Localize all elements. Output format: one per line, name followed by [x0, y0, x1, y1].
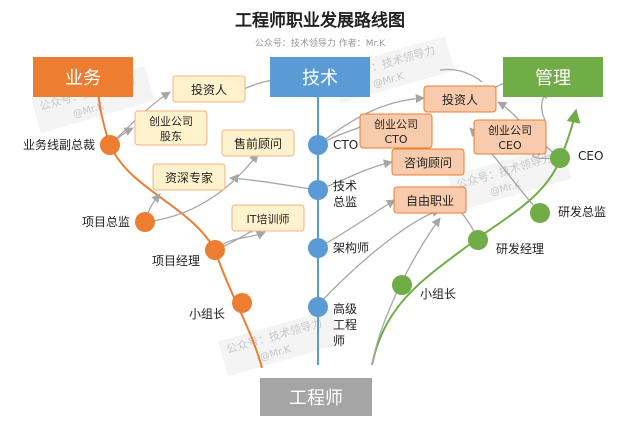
business-node-manager [205, 240, 225, 260]
mgmt-label-rd-director: 研发总监 [558, 204, 606, 219]
category-management: 管理 [503, 57, 603, 97]
svg-text:CTO: CTO [384, 133, 407, 146]
svg-text:技术: 技术 [302, 68, 338, 89]
yellow-box-it-trainer: IT培训师 [231, 204, 305, 232]
salmon-box-investor: 投资人 [423, 85, 497, 113]
tech-label-cto: CTO [333, 138, 358, 152]
business-label-vp: 业务线副总裁 [23, 137, 95, 152]
business-label-director: 项目总监 [82, 215, 130, 229]
mgmt-node-ceo [550, 148, 570, 168]
watermark-4: 公众号：技术领导力 @Mr.K [218, 309, 342, 377]
mgmt-label-rd-manager: 研发经理 [496, 241, 544, 256]
tech-label-director-1: 技术 [333, 179, 357, 193]
svg-text:创业公司: 创业公司 [488, 124, 532, 137]
svg-text:创业公司: 创业公司 [149, 115, 193, 128]
svg-text:业务: 业务 [65, 68, 101, 89]
svg-text:投资人: 投资人 [442, 92, 478, 107]
svg-text:IT培训师: IT培训师 [247, 212, 290, 226]
yellow-box-presales: 售前顾问 [221, 129, 295, 157]
mgmt-node-rd-manager [468, 230, 488, 250]
tech-label-director-2: 总监 [333, 195, 357, 209]
svg-text:咨询顾问: 咨询顾问 [404, 155, 452, 170]
tech-label-senior-1: 高级 [333, 301, 357, 316]
tech-label-senior-2: 工程 [333, 317, 357, 332]
business-label-leader: 小组长 [189, 307, 225, 321]
tech-node-senior [308, 297, 328, 317]
mgmt-label-ceo: CEO [578, 149, 603, 163]
mgmt-node-leader [392, 275, 412, 295]
svg-text:创业公司: 创业公司 [374, 118, 418, 131]
category-business: 业务 [33, 57, 133, 97]
mgmt-node-rd-director [530, 203, 550, 223]
tech-label-architect: 架构师 [333, 240, 369, 255]
salmon-box-freelance: 自由职业 [393, 186, 467, 214]
svg-text:自由职业: 自由职业 [406, 194, 454, 208]
tech-node-architect [308, 238, 328, 258]
yellow-box-expert: 资深专家 [152, 163, 226, 191]
svg-text:售前顾问: 售前顾问 [234, 136, 282, 151]
diagram-title: 工程师职业发展路线图 [235, 10, 405, 31]
mgmt-label-leader: 小组长 [420, 287, 456, 301]
business-label-manager: 项目经理 [152, 254, 200, 268]
svg-text:投资人: 投资人 [191, 82, 227, 97]
tech-node-cto [308, 135, 328, 155]
svg-text:资深专家: 资深专家 [165, 170, 213, 185]
svg-text:工程师: 工程师 [289, 388, 343, 409]
svg-text:管理: 管理 [535, 68, 571, 89]
business-node-vp [100, 135, 120, 155]
category-technology: 技术 [270, 57, 370, 97]
yellow-box-startup-shareholder: 创业公司 股东 [134, 110, 208, 146]
salmon-box-consultant: 咨询顾问 [391, 148, 465, 176]
tech-label-senior-3: 师 [333, 334, 345, 348]
business-path-line [90, 70, 263, 369]
salmon-box-startup-ceo: 创业公司 CEO [473, 119, 547, 155]
tech-node-director [308, 180, 328, 200]
category-engineer: 工程师 [260, 378, 372, 416]
svg-text:CEO: CEO [498, 139, 522, 152]
diagram-subtitle: 公众号：技术领导力 作者：Mr.K [255, 37, 386, 49]
business-node-director [135, 212, 155, 232]
svg-text:股东: 股东 [160, 130, 182, 143]
salmon-box-startup-cto: 创业公司 CTO [359, 113, 433, 149]
yellow-box-investor: 投资人 [172, 75, 246, 103]
business-node-leader [232, 293, 252, 313]
management-path-line [371, 108, 581, 366]
